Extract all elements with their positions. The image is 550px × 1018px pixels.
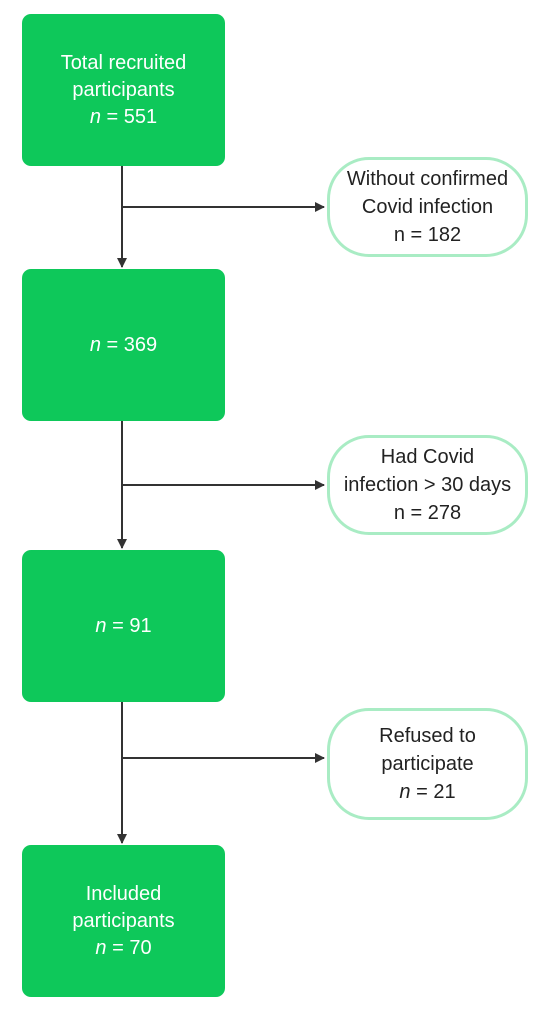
n-variable: n xyxy=(393,502,405,524)
n-variable: n xyxy=(399,781,411,803)
exclusion-2-count: n = 278 xyxy=(394,499,461,527)
box-total-line-1: Total recruited xyxy=(60,51,187,74)
exclusion-1-line-2: Covid infection xyxy=(361,196,494,218)
exclusion-no-covid: Without confirmed Covid infection n = 18… xyxy=(327,157,528,257)
count-value: = 182 xyxy=(404,224,462,246)
count-value: = 369 xyxy=(100,333,158,356)
box-total-recruited: Total recruited participants n = 551 xyxy=(22,14,225,166)
box-step-3-count: n = 91 xyxy=(95,613,151,640)
exclusion-3-line-2: participate xyxy=(381,753,474,775)
count-value: = 21 xyxy=(410,781,456,803)
box-included-count: n = 70 xyxy=(95,935,151,962)
n-variable: n xyxy=(95,936,107,959)
exclusion-2-line-1: Had Covid xyxy=(380,446,475,468)
n-variable: n xyxy=(89,333,101,356)
box-step-2: n = 369 xyxy=(22,269,225,421)
exclusion-2-line-2: infection > 30 days xyxy=(343,474,512,496)
exclusion-1-line-1: Without confirmed xyxy=(346,168,509,190)
n-variable: n xyxy=(95,614,107,637)
count-value: = 551 xyxy=(100,105,158,128)
exclusion-covid-over-30-days: Had Covid infection > 30 days n = 278 xyxy=(327,435,528,535)
box-included-line-1: Included xyxy=(85,882,162,905)
count-value: = 91 xyxy=(106,614,152,637)
exclusion-refused: Refused to participate n = 21 xyxy=(327,708,528,820)
box-total-count: n = 551 xyxy=(90,104,157,131)
box-step-3: n = 91 xyxy=(22,550,225,702)
box-included-line-2: participants xyxy=(72,909,175,932)
box-step-2-count: n = 369 xyxy=(90,332,157,359)
box-total-line-2: participants xyxy=(72,78,175,101)
count-value: = 278 xyxy=(404,502,462,524)
exclusion-3-count: n = 21 xyxy=(399,778,455,806)
exclusion-1-count: n = 182 xyxy=(394,221,461,249)
box-included: Included participants n = 70 xyxy=(22,845,225,997)
n-variable: n xyxy=(393,224,405,246)
exclusion-3-line-1: Refused to xyxy=(379,725,476,747)
n-variable: n xyxy=(89,105,101,128)
count-value: = 70 xyxy=(106,936,152,959)
